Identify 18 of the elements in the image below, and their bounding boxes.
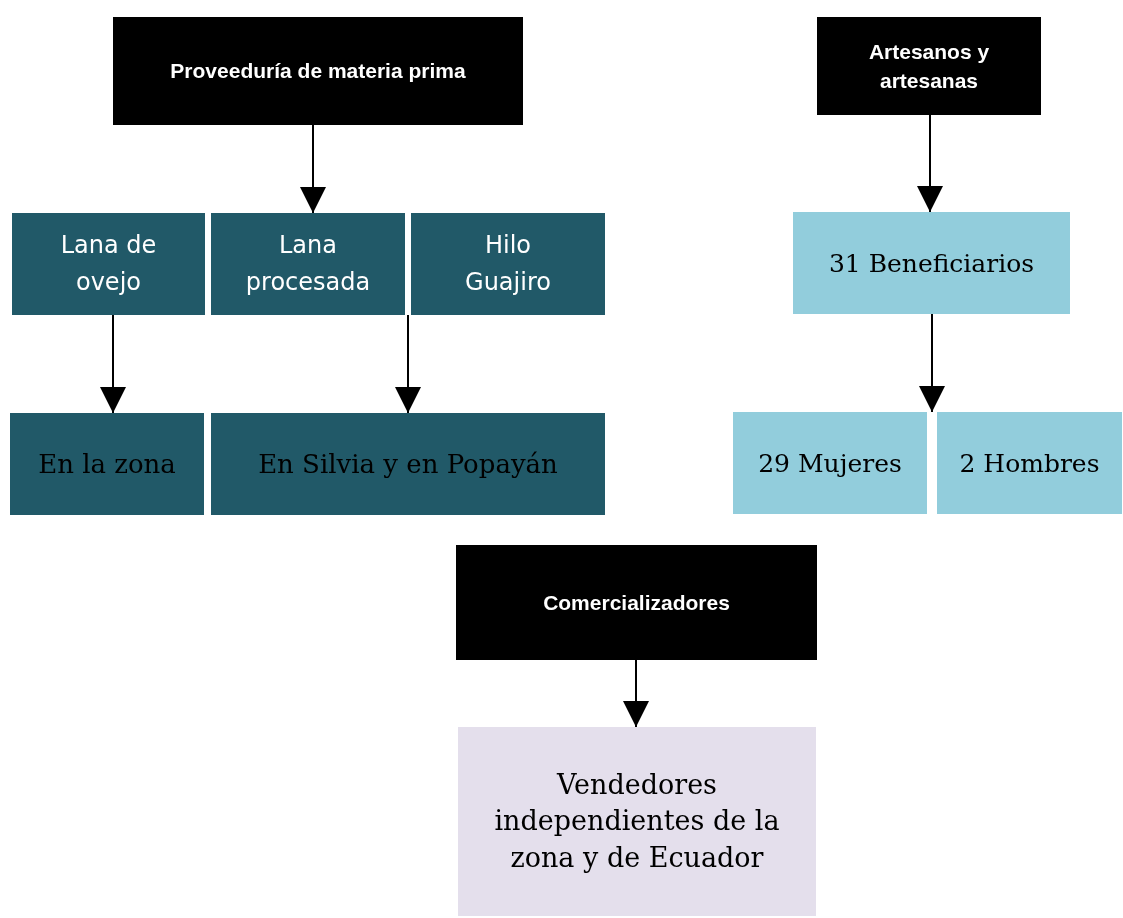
arrow <box>919 313 945 413</box>
arrow <box>623 659 649 728</box>
count-box: 2 Hombres <box>937 412 1122 514</box>
process-box: Proveeduría de materia prima <box>113 17 523 125</box>
arrow <box>395 314 421 414</box>
count-box: 31 Beneficiarios <box>793 212 1070 314</box>
seller-box: Vendedores independientes de la zona y de Ecuador <box>458 727 816 916</box>
material-box: Lana de ovejo <box>12 213 205 315</box>
count-box: 29 Mujeres <box>733 412 927 514</box>
arrow <box>100 314 126 414</box>
material-box: Hilo Guajiro <box>411 213 605 315</box>
location-box: En la zona <box>10 413 204 515</box>
process-box: Artesanos y artesanas <box>817 17 1041 115</box>
arrow <box>300 124 326 214</box>
process-box: Comercializadores <box>456 545 817 660</box>
material-box: Lana procesada <box>211 213 405 315</box>
location-box: En Silvia y en Popayán <box>211 413 605 515</box>
arrow <box>917 114 943 213</box>
